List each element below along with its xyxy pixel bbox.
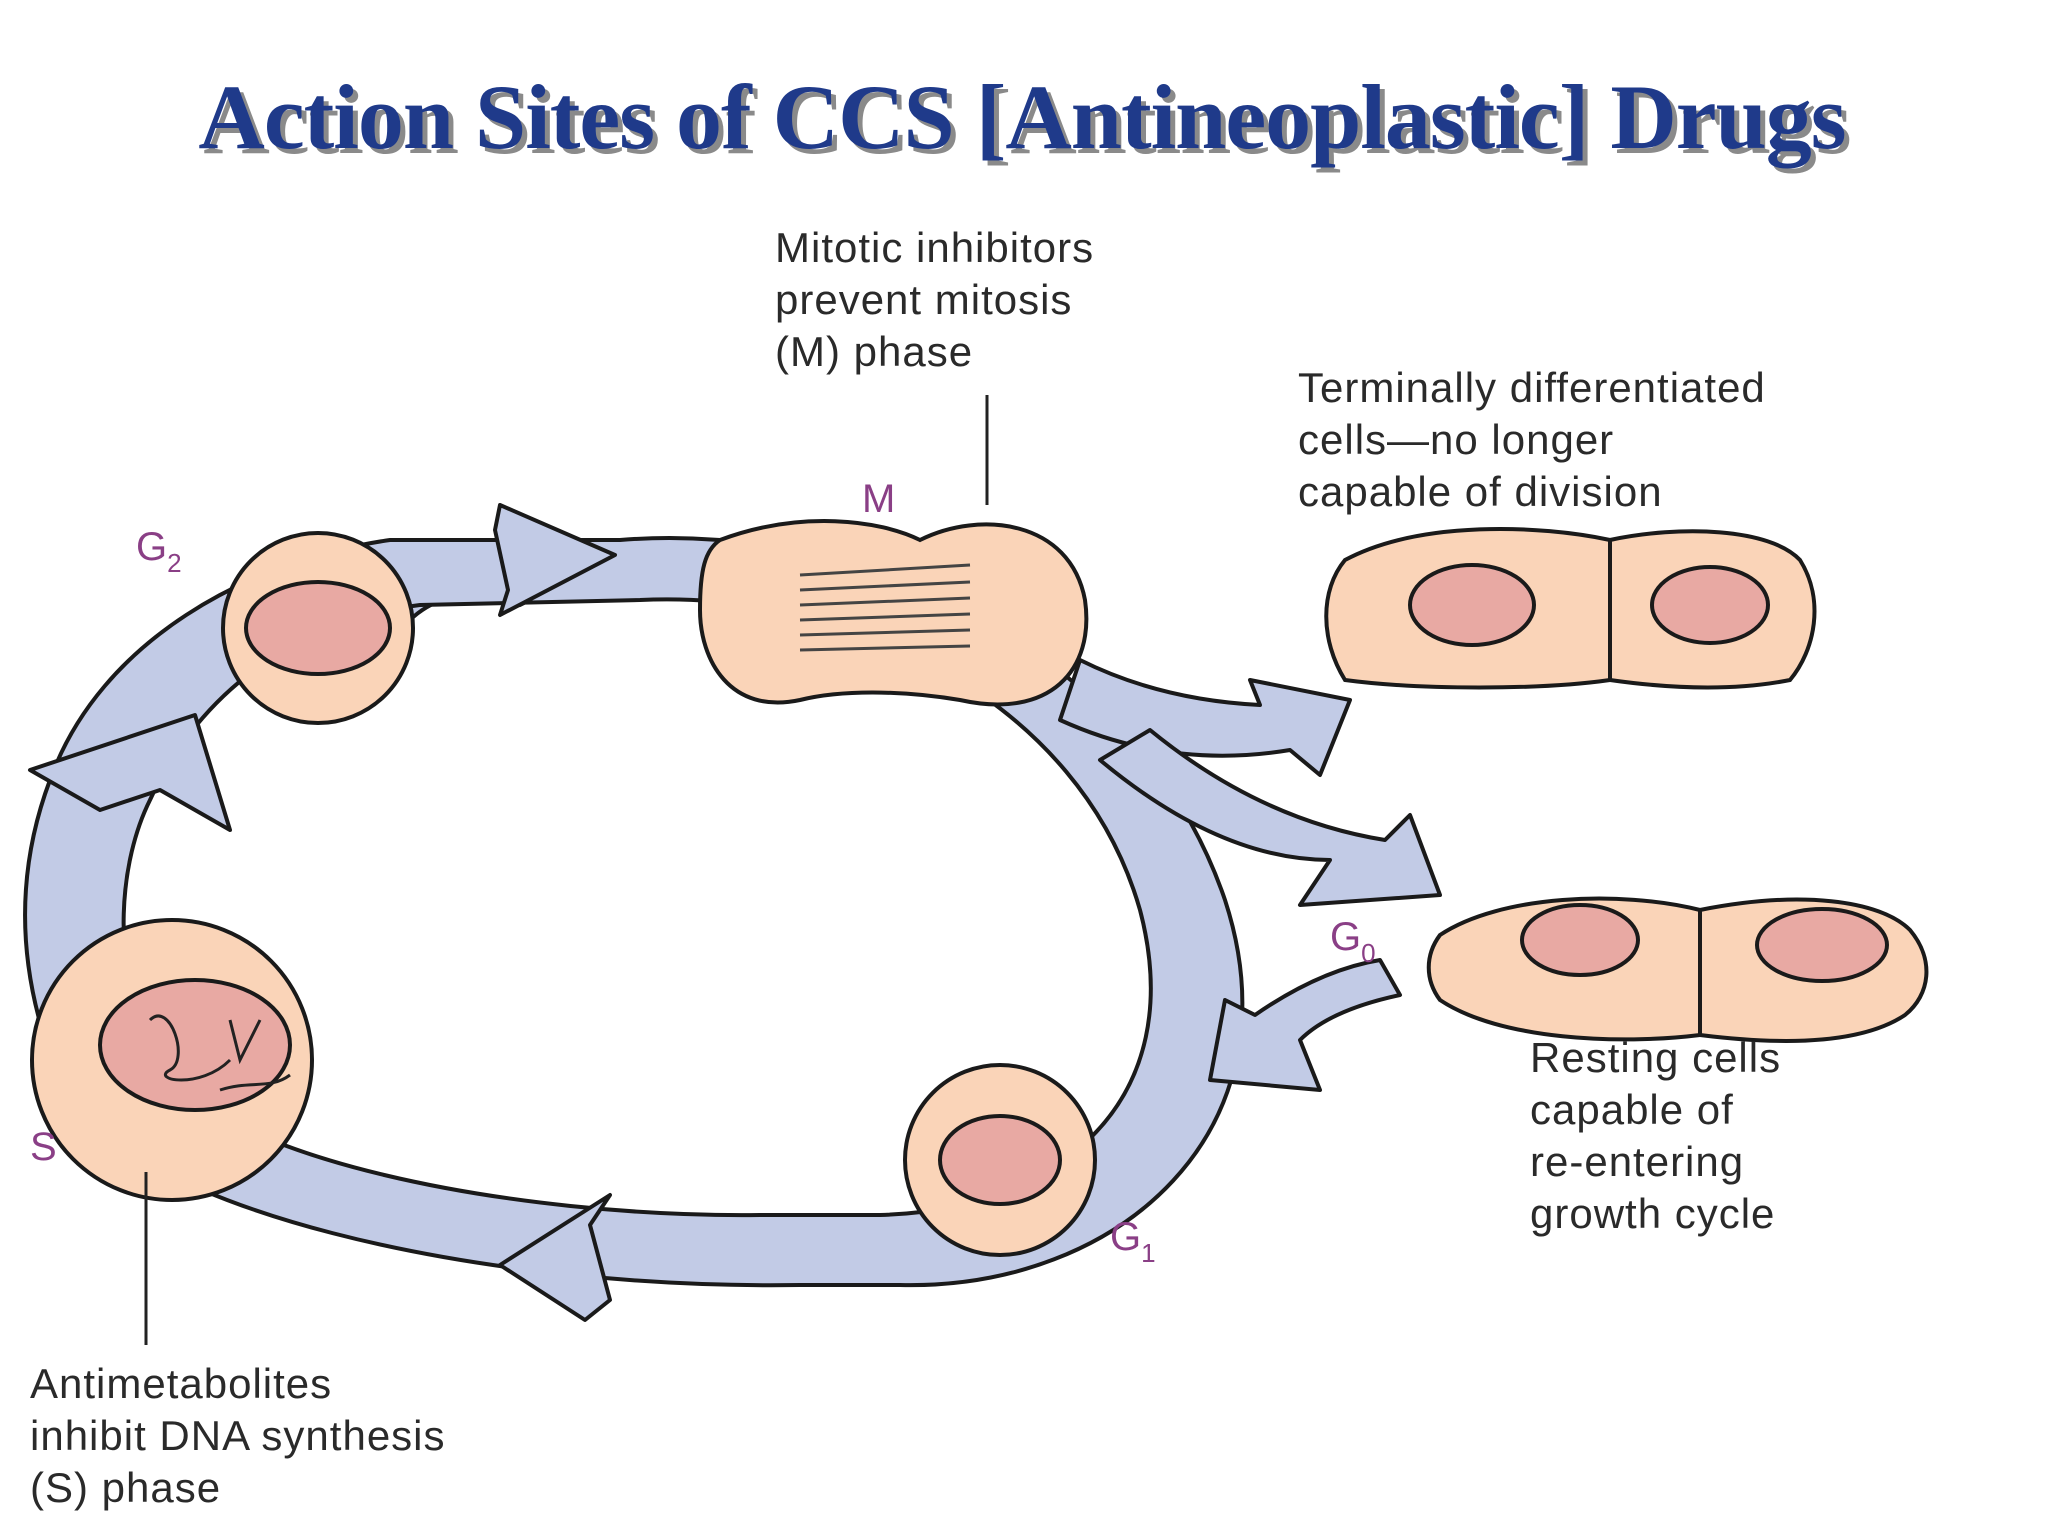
svg-text:cells—no longer: cells—no longer	[1298, 416, 1614, 463]
callout-resting: Resting cells capable of re-entering gro…	[1530, 1034, 1781, 1237]
svg-text:(S) phase: (S) phase	[30, 1464, 221, 1511]
svg-text:capable of: capable of	[1530, 1086, 1734, 1133]
svg-text:(M) phase: (M) phase	[775, 328, 973, 375]
label-m: M	[862, 477, 895, 521]
callout-antimetabolites: Antimetabolites inhibit DNA synthesis (S…	[30, 1360, 446, 1511]
svg-text:Terminally differentiated: Terminally differentiated	[1298, 364, 1766, 411]
phase-labels: M G2 G1 G0 S	[30, 477, 1376, 1268]
callout-terminal: Terminally differentiated cells—no longe…	[1298, 364, 1766, 515]
cells-terminal	[1324, 527, 1817, 690]
slide-title-shadow: Action Sites of CCS [Antineoplastic] Dru…	[203, 71, 1850, 173]
arrow-m-to-g0	[1098, 728, 1442, 907]
cell-cycle-ring	[23, 503, 1442, 1322]
callout-mitotic: Mitotic inhibitors prevent mitosis (M) p…	[775, 224, 1094, 375]
arrowhead-into-m	[493, 503, 617, 617]
svg-text:inhibit DNA synthesis: inhibit DNA synthesis	[30, 1412, 446, 1459]
arrowhead-s-to-g2	[28, 713, 232, 832]
svg-text:Mitotic inhibitors: Mitotic inhibitors	[775, 224, 1094, 271]
spindle-fibers	[799, 563, 971, 652]
cell-m	[697, 519, 1089, 707]
cell-g1	[903, 1063, 1097, 1257]
label-g0: G0	[1330, 915, 1376, 968]
svg-text:capable of division: capable of division	[1298, 468, 1663, 515]
cells	[30, 519, 1929, 1257]
cell-s	[30, 918, 314, 1202]
dna-strands	[148, 1014, 291, 1092]
arrow-g0-to-g1	[1208, 958, 1402, 1092]
svg-text:growth cycle: growth cycle	[1530, 1190, 1775, 1237]
cells-g0-resting	[1426, 896, 1929, 1043]
label-s: S	[30, 1125, 57, 1169]
svg-text:prevent mitosis: prevent mitosis	[775, 276, 1072, 323]
arrow-m-to-terminal	[1058, 658, 1352, 777]
label-g2: G2	[136, 525, 182, 578]
svg-text:Resting cells: Resting cells	[1530, 1034, 1781, 1081]
cell-g2	[221, 531, 415, 725]
slide-title-text: Action Sites of CCS [Antineoplastic] Dru…	[198, 66, 1845, 168]
svg-text:re-entering: re-entering	[1530, 1138, 1744, 1185]
leader-lines	[144, 395, 989, 1345]
label-g1: G1	[1110, 1215, 1156, 1268]
arrowhead-g1-to-s	[498, 1193, 612, 1322]
svg-text:Antimetabolites: Antimetabolites	[30, 1360, 332, 1407]
slide-title: Action Sites of CCS [Antineoplastic] Dru…	[198, 66, 1851, 173]
